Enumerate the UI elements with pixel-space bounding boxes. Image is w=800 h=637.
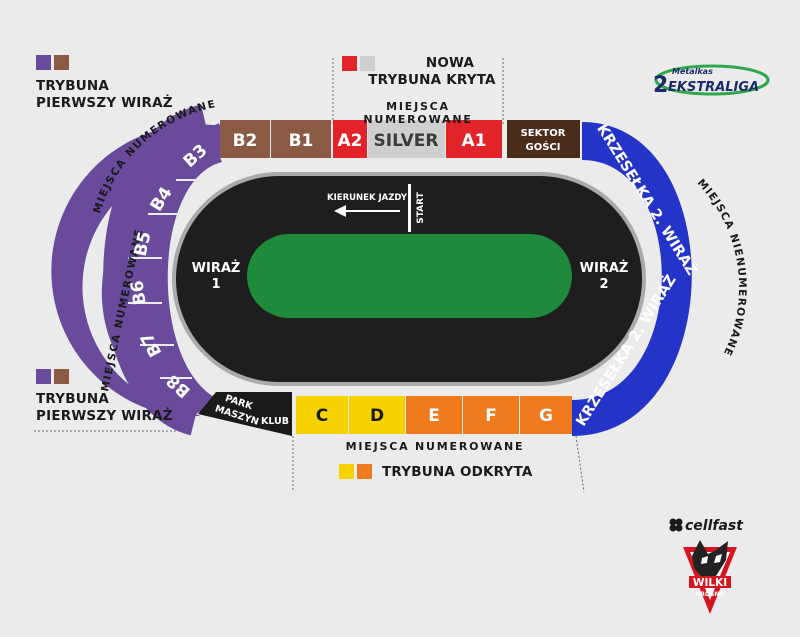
league-logo: 2 Metalkas EKSTRALIGA bbox=[653, 64, 770, 98]
klub-label: KLUB bbox=[261, 416, 289, 427]
clover-icon bbox=[669, 518, 683, 532]
legend-tl: TRYBUNA PIERWSZY WIRAŻ bbox=[36, 78, 173, 112]
sector-g-block[interactable] bbox=[520, 396, 572, 434]
sector-c-block[interactable] bbox=[296, 396, 348, 434]
sector-f-label: F bbox=[485, 406, 497, 426]
legend-swatch-red-top bbox=[342, 56, 357, 71]
annotation-numbered-top: MIEJSCA NUMEROWANE bbox=[363, 100, 473, 126]
league-logo-main: EKSTRALIGA bbox=[668, 80, 759, 95]
infield-grass bbox=[247, 234, 572, 318]
sector-a1-label: A1 bbox=[462, 131, 487, 151]
direction-label: KIERUNEK JAZDY bbox=[327, 193, 408, 203]
legend-top: NOWA TRYBUNA KRYTA bbox=[340, 55, 502, 89]
league-logo-number: 2 bbox=[653, 73, 668, 98]
sector-d-block[interactable] bbox=[349, 396, 405, 434]
section-dividers bbox=[34, 58, 585, 493]
stand-left-purple[interactable] bbox=[51, 104, 222, 436]
club-logo: WILKI KROSNO bbox=[683, 540, 737, 614]
legend-tl-line2: PIERWSZY WIRAŻ bbox=[36, 95, 173, 111]
sector-guest-block[interactable] bbox=[507, 120, 580, 158]
sector-b2-label: B2 bbox=[233, 131, 258, 151]
park-maszyn-block[interactable] bbox=[198, 392, 292, 436]
club-logo-name: WILKI bbox=[693, 577, 727, 589]
annotation-numbered-bottom: MIEJSCA NUMEROWANE bbox=[345, 440, 525, 453]
legend-bl-line1: TRYBUNA bbox=[36, 391, 110, 407]
legend-bl: TRYBUNA PIERWSZY WIRAŻ bbox=[36, 391, 173, 425]
start-line bbox=[408, 184, 411, 232]
club-logo-city: KROSNO bbox=[696, 591, 725, 598]
stand-right-blue[interactable] bbox=[572, 122, 692, 436]
sector-e-label: E bbox=[428, 406, 440, 426]
legend-swatch-purple-bl bbox=[36, 369, 51, 384]
legend-top-line1: NOWA bbox=[425, 55, 475, 71]
turn2-label-2: 2 bbox=[599, 277, 608, 292]
sector-f-block[interactable] bbox=[463, 396, 519, 434]
turn1-label-2: 1 bbox=[211, 277, 220, 292]
sponsor-logo: cellfast bbox=[669, 518, 744, 534]
sector-a1-block[interactable] bbox=[446, 120, 502, 158]
legend-swatch-yellow-bottom bbox=[339, 464, 354, 479]
legend-swatch-silver-top bbox=[360, 56, 375, 71]
sector-e-block[interactable] bbox=[406, 396, 462, 434]
legend-swatch-orange-bottom bbox=[357, 464, 372, 479]
sector-b1-block[interactable] bbox=[271, 120, 331, 158]
sector-g-label: G bbox=[539, 406, 553, 426]
legend-swatch-purple-tl bbox=[36, 55, 51, 70]
legend-bottom: TRYBUNA ODKRYTA bbox=[382, 464, 533, 480]
sector-a2-block[interactable] bbox=[333, 120, 367, 158]
direction-arrow-icon bbox=[334, 205, 400, 217]
sector-b6-label: B6 bbox=[127, 279, 150, 306]
sector-b1-label: B1 bbox=[289, 131, 314, 151]
legend-top-line2: TRYBUNA KRYTA bbox=[368, 72, 496, 88]
sector-c-label: C bbox=[316, 406, 328, 426]
sector-silver-block[interactable] bbox=[368, 120, 445, 158]
sponsor-logo-text: cellfast bbox=[685, 518, 744, 534]
annotation-unnumbered-right: MIEJSCA NIENUMEROWANE bbox=[695, 177, 748, 358]
legend-bl-line2: PIERWSZY WIRAŻ bbox=[36, 408, 173, 424]
stand-left-dividers bbox=[128, 179, 207, 379]
sector-d-label: D bbox=[370, 406, 384, 426]
start-label: START bbox=[416, 191, 426, 223]
sector-silver-label: SILVER bbox=[374, 131, 439, 151]
turn1-label-1: WIRAŻ bbox=[192, 260, 241, 276]
sector-guest-label-1: SEKTOR bbox=[521, 128, 566, 139]
turn2-label-1: WIRAŻ bbox=[580, 260, 629, 276]
wolf-head-icon bbox=[692, 540, 728, 578]
sector-guest-label-2: GOŚCI bbox=[526, 140, 561, 153]
league-logo-top: Metalkas bbox=[672, 67, 713, 76]
legend-swatch-brown-tl bbox=[54, 55, 69, 70]
sector-a2-label: A2 bbox=[338, 131, 363, 151]
legend-tl-line1: TRYBUNA bbox=[36, 78, 110, 94]
sector-b2-block[interactable] bbox=[220, 120, 270, 158]
legend-swatch-brown-bl bbox=[54, 369, 69, 384]
